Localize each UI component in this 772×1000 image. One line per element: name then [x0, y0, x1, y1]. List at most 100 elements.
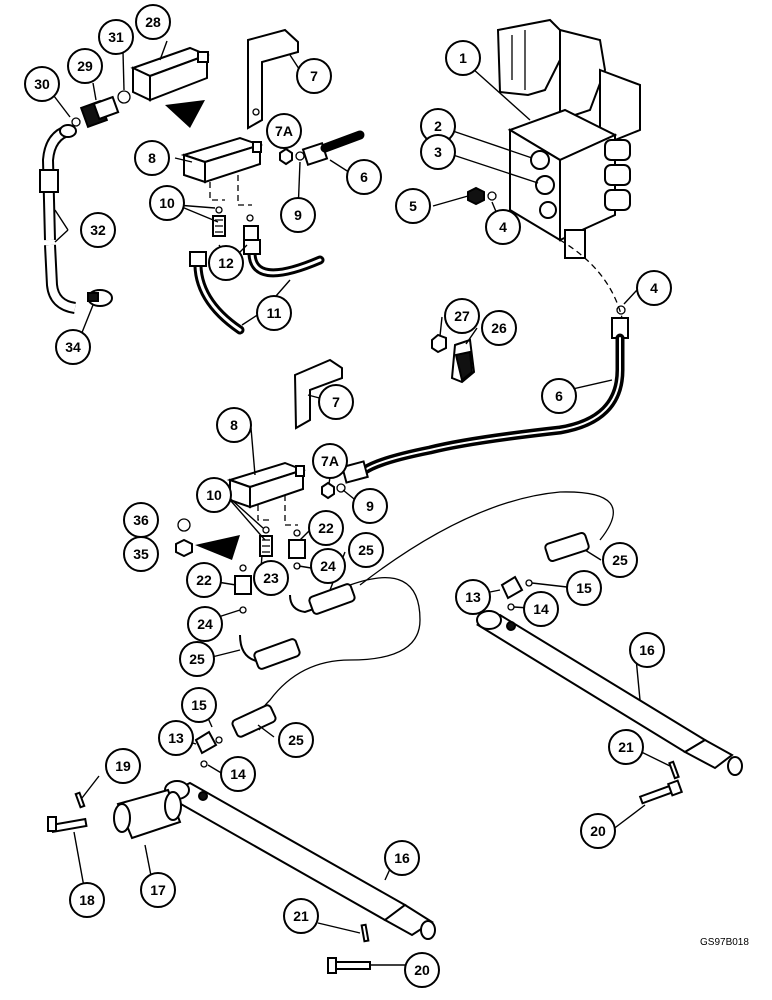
callout-26: 26 — [481, 310, 517, 346]
elbow-13-left — [194, 730, 218, 755]
o-ring-14-right — [507, 603, 515, 611]
svg-text:10: 10 — [206, 487, 222, 503]
o-ring-4-right — [616, 305, 626, 315]
callout-16-left: 16 — [384, 840, 420, 876]
clevis-17 — [113, 788, 182, 840]
svg-text:19: 19 — [115, 758, 131, 774]
fitting-10-mid — [259, 526, 273, 557]
svg-text:16: 16 — [639, 642, 655, 658]
hose-6-long — [341, 317, 629, 484]
elbow-13-right — [500, 575, 524, 600]
svg-text:35: 35 — [133, 546, 149, 562]
callout-1: 1 — [445, 40, 481, 76]
o-ring-9-mid — [336, 483, 346, 493]
o-ring-36 — [177, 518, 191, 532]
washer-7A-top — [279, 147, 293, 166]
svg-text:21: 21 — [293, 908, 309, 924]
manifold-block-8-mid — [226, 461, 306, 509]
svg-text:7A: 7A — [321, 453, 339, 469]
svg-text:11: 11 — [267, 305, 282, 321]
callout-9-mid: 9 — [352, 488, 388, 524]
callout-3: 3 — [420, 134, 456, 170]
o-ring-9-top — [295, 151, 305, 161]
hose-25-far-right — [359, 491, 614, 586]
callout-36: 36 — [123, 502, 159, 538]
svg-text:18: 18 — [79, 892, 95, 908]
svg-text:16: 16 — [394, 850, 410, 866]
figure-reference-code: GS97B018 — [700, 937, 749, 948]
svg-text:28: 28 — [145, 14, 161, 30]
handle-26 — [450, 338, 476, 384]
svg-text:4: 4 — [499, 219, 507, 235]
svg-text:24: 24 — [197, 616, 213, 632]
fitting-22-left — [234, 564, 252, 614]
svg-text:36: 36 — [133, 512, 149, 528]
callout-15-right: 15 — [566, 570, 602, 606]
pin-21-right — [668, 760, 680, 780]
callout-29: 29 — [67, 48, 103, 84]
callout-6-top: 6 — [346, 159, 382, 195]
svg-text:15: 15 — [576, 580, 592, 596]
callout-8-mid: 8 — [216, 407, 252, 443]
callout-23: 23 — [253, 560, 289, 596]
callout-19: 19 — [105, 748, 141, 784]
svg-text:14: 14 — [230, 766, 246, 782]
callout-14-right: 14 — [523, 591, 559, 627]
callout-7A-mid: 7A — [312, 443, 348, 479]
callout-25-d: 25 — [278, 722, 314, 758]
hose-25-lower — [239, 634, 301, 670]
o-ring-15-right — [525, 579, 533, 587]
assembly-guide-lines-mid — [257, 495, 298, 526]
callout-34: 34 — [55, 329, 91, 365]
pin-20-left — [327, 957, 371, 974]
callout-35: 35 — [123, 536, 159, 572]
callout-25-b: 25 — [602, 542, 638, 578]
svg-text:25: 25 — [288, 732, 304, 748]
o-ring-30 — [71, 117, 81, 127]
fitting-block-28 — [130, 46, 210, 102]
callout-22-left: 22 — [186, 562, 222, 598]
manifold-block-8-top — [180, 136, 264, 184]
svg-text:7: 7 — [332, 394, 340, 410]
pin-20-right — [638, 779, 684, 805]
svg-text:20: 20 — [590, 823, 606, 839]
callout-24-left: 24 — [187, 606, 223, 642]
callout-5: 5 — [395, 188, 431, 224]
callout-18: 18 — [69, 882, 105, 918]
svg-text:4: 4 — [650, 280, 658, 296]
svg-text:3: 3 — [434, 144, 442, 160]
callout-9-top: 9 — [280, 197, 316, 233]
hose-route-line-top — [559, 239, 623, 319]
cylinder-16-right — [475, 610, 743, 776]
svg-text:5: 5 — [409, 198, 417, 214]
callout-10-top: 10 — [149, 185, 185, 221]
callout-14-left: 14 — [220, 756, 256, 792]
arrow-35 — [195, 535, 240, 560]
bracket-7-mid — [293, 358, 343, 430]
svg-text:32: 32 — [90, 222, 106, 238]
callout-13-right: 13 — [455, 579, 491, 615]
hose-25-far-left — [231, 704, 277, 738]
callout-16-right: 16 — [629, 632, 665, 668]
svg-text:22: 22 — [196, 572, 212, 588]
svg-text:25: 25 — [358, 542, 374, 558]
callout-12: 12 — [208, 245, 244, 281]
callout-10-mid: 10 — [196, 477, 232, 513]
svg-text:30: 30 — [34, 76, 50, 92]
o-ring-14-left — [200, 760, 208, 768]
bracket-7-top — [247, 28, 299, 130]
svg-text:10: 10 — [159, 195, 175, 211]
svg-text:27: 27 — [454, 308, 470, 324]
callout-6-long: 6 — [541, 378, 577, 414]
hoses-11-top — [189, 239, 325, 335]
svg-text:6: 6 — [360, 169, 368, 185]
callout-8-top: 8 — [134, 140, 170, 176]
valve-bracket-1 — [496, 18, 641, 142]
callout-32: 32 — [80, 212, 116, 248]
callout-11-top: 11 — [256, 295, 292, 331]
svg-text:34: 34 — [65, 339, 81, 355]
callout-22-right: 22 — [308, 510, 344, 546]
plug-35 — [175, 538, 193, 558]
svg-text:14: 14 — [533, 601, 549, 617]
